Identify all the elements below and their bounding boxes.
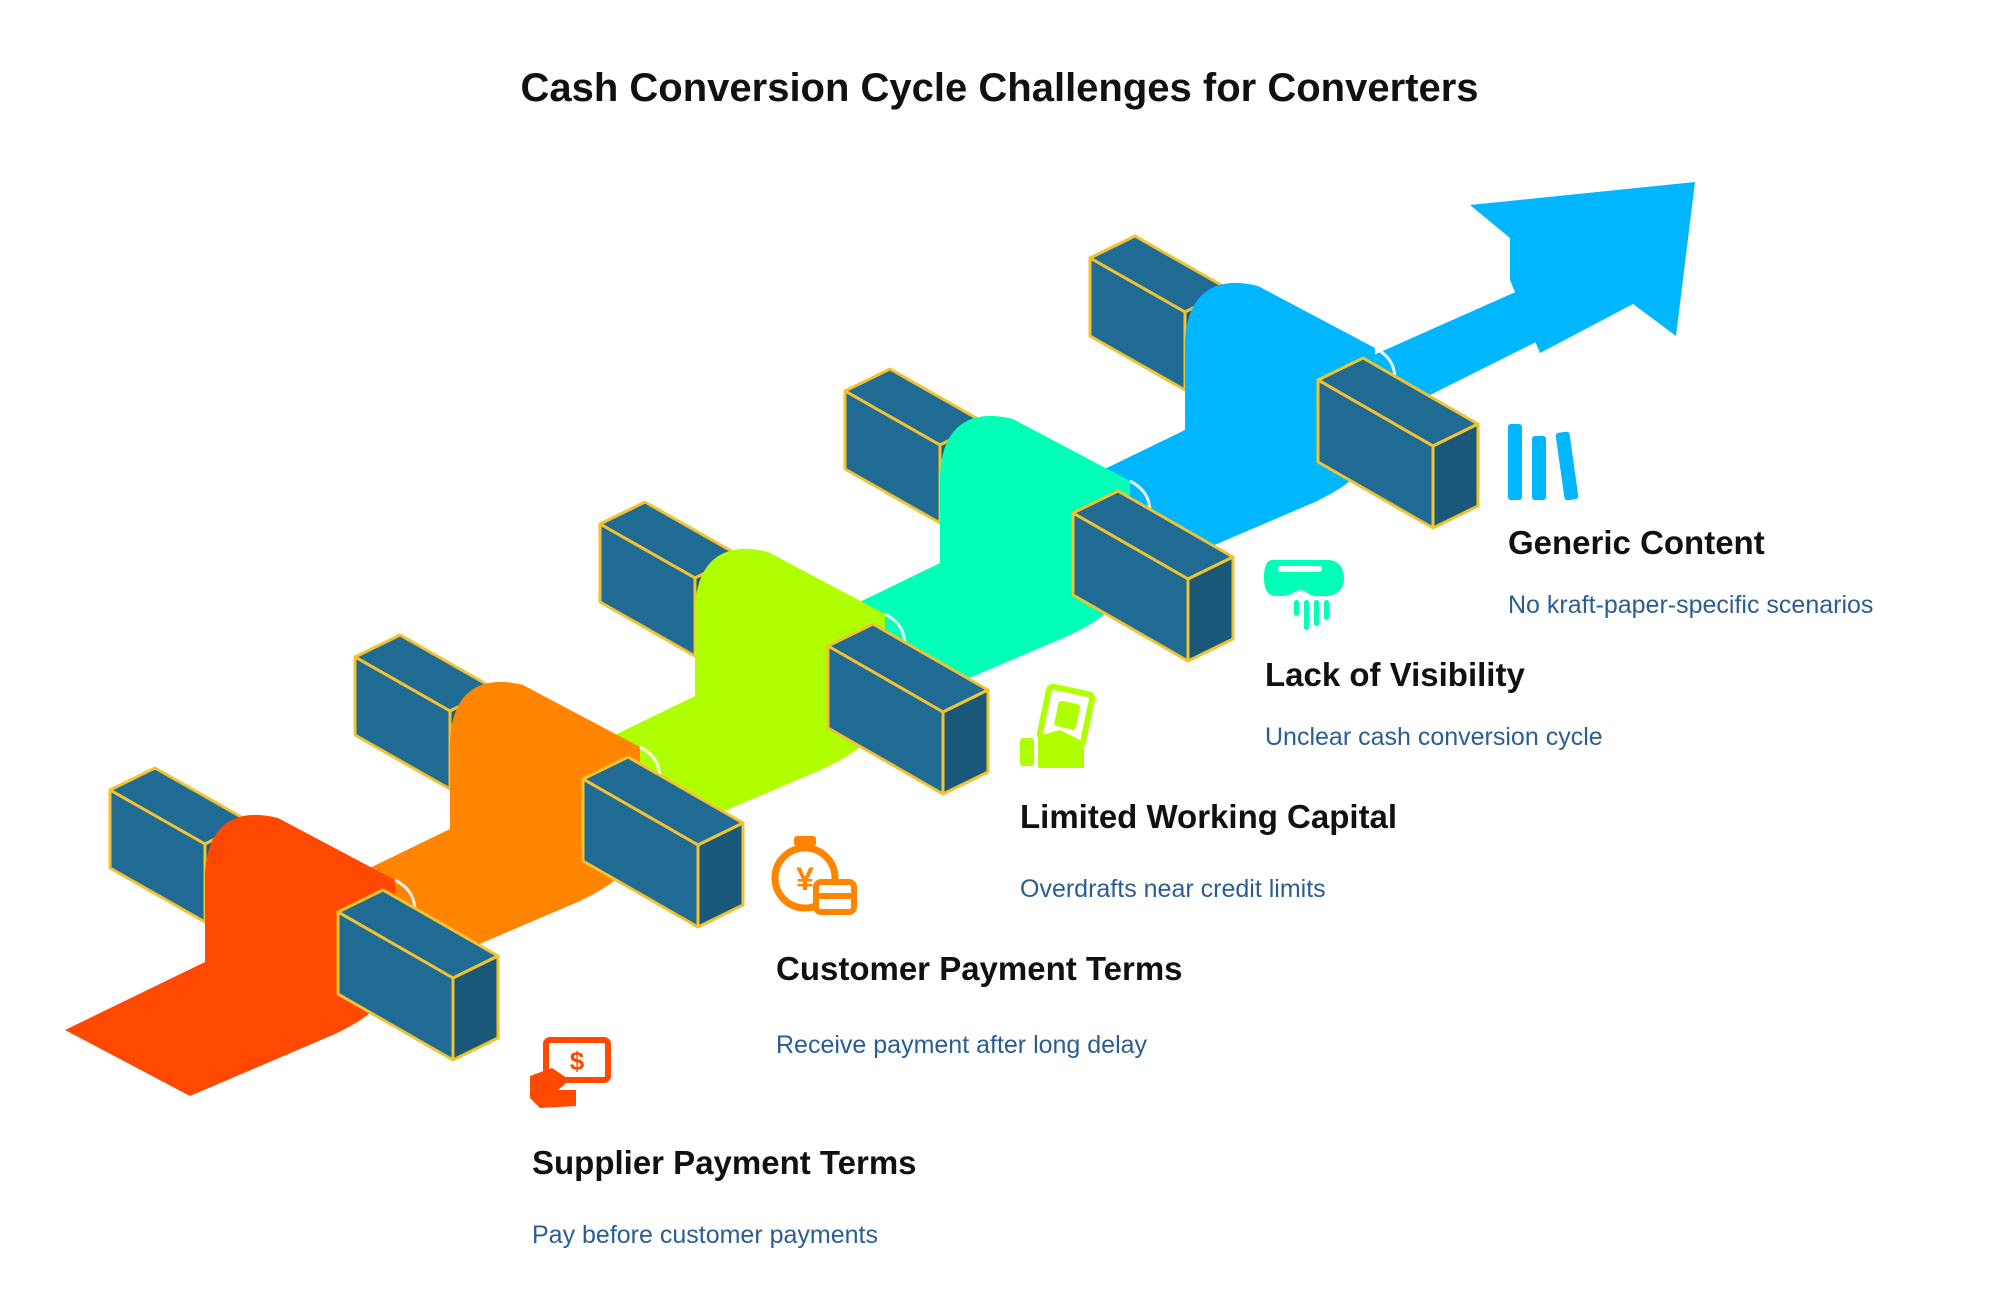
step-3-title: Limited Working Capital xyxy=(1020,798,1398,835)
stopwatch-ring xyxy=(771,844,839,912)
step-1-shape xyxy=(65,766,500,1096)
chart-bar-2 xyxy=(1532,436,1546,500)
chart-bar-3 xyxy=(1555,431,1579,501)
arrow-head xyxy=(1470,182,1695,353)
step-2-description: Receive payment after long delay xyxy=(776,1031,1148,1059)
step-2-title: Customer Payment Terms xyxy=(776,950,1183,987)
hand-shape xyxy=(530,1068,576,1108)
sound-bar-3 xyxy=(1314,600,1319,626)
rail-block-side xyxy=(941,688,990,796)
rail-block-side xyxy=(696,821,745,929)
stopwatch-crown xyxy=(794,836,816,846)
step-5-title: Generic Content xyxy=(1508,524,1765,561)
hand-cuff xyxy=(1020,738,1034,766)
icons-group: $¥ xyxy=(530,424,1579,1108)
step-1-description: Pay before customer payments xyxy=(532,1221,878,1249)
hand-shape xyxy=(1038,730,1084,768)
ribbon-step xyxy=(65,814,395,1096)
sound-bar-4 xyxy=(1324,600,1329,620)
cash-in-hand-icon xyxy=(1020,683,1096,768)
headset-highlight xyxy=(1278,566,1322,572)
step-4-title: Lack of Visibility xyxy=(1265,656,1525,693)
rail-block-side xyxy=(1186,555,1235,663)
step-3-description: Overdrafts near credit limits xyxy=(1020,875,1326,903)
bill-center xyxy=(1054,700,1081,730)
headset-body xyxy=(1264,560,1344,596)
rail-block-side xyxy=(1431,422,1480,530)
vr-headset-sound-icon xyxy=(1264,560,1344,630)
diagram-title: Cash Conversion Cycle Challenges for Con… xyxy=(520,66,1479,110)
sound-bar-1 xyxy=(1294,600,1299,616)
bar-chart-icon xyxy=(1508,424,1579,501)
step-1-title: Supplier Payment Terms xyxy=(532,1144,917,1181)
yen-stopwatch-card-icon: ¥ xyxy=(771,836,857,915)
bill-outline xyxy=(543,1037,611,1083)
dollar-sign: $ xyxy=(570,1046,585,1076)
rail-block-side xyxy=(451,954,500,1062)
yen-sign: ¥ xyxy=(796,861,814,897)
sound-bar-2 xyxy=(1304,600,1309,630)
chart-bar-1 xyxy=(1508,424,1522,500)
hand-dollar-bill-icon: $ xyxy=(530,1037,611,1108)
step-4-description: Unclear cash conversion cycle xyxy=(1265,723,1603,751)
step-5-description: No kraft-paper-specific scenarios xyxy=(1508,591,1874,619)
